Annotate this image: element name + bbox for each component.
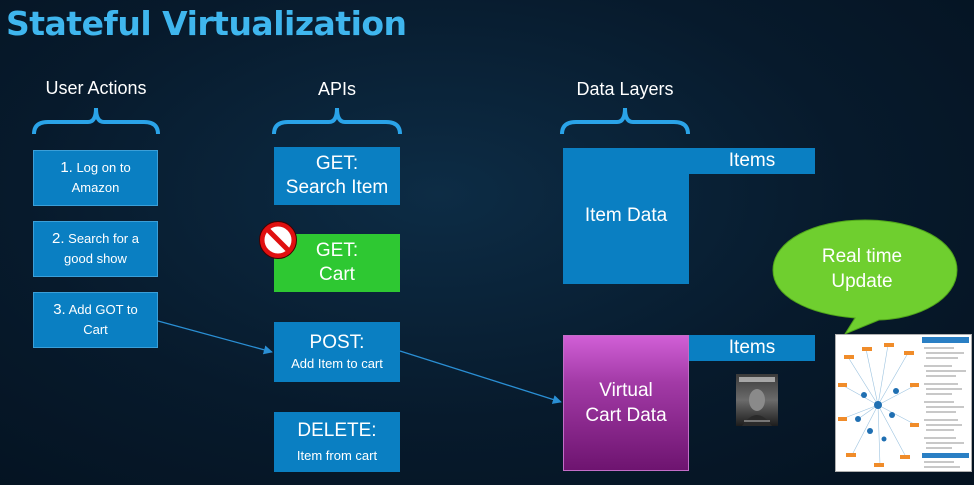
items-label: Items: [728, 150, 776, 171]
action-text: Log on to: [76, 160, 131, 175]
game-of-thrones-poster: [736, 374, 778, 426]
api-method: DELETE:: [297, 420, 377, 441]
virtual-cart-line1: Virtual: [599, 380, 653, 401]
action-log-on: 1. Log on to Amazon: [33, 150, 158, 206]
api-post-add-item: POST: Add Item to cart: [274, 322, 400, 382]
api-method: GET:: [315, 240, 359, 261]
action-text-line2: good show: [64, 251, 127, 266]
items-label: Items: [728, 337, 776, 358]
api-method: GET:: [315, 153, 359, 174]
column-label-apis: APIs: [317, 79, 356, 99]
api-endpoint: Cart: [319, 264, 355, 285]
brace-user-actions: [32, 107, 160, 135]
column-label-data-layers: Data Layers: [576, 79, 674, 99]
callout-line1: Real time: [821, 246, 903, 267]
items-bar-2: Items: [689, 335, 815, 361]
virtual-cart-line2: Cart Data: [585, 405, 667, 426]
api-endpoint: Add Item to cart: [291, 356, 383, 371]
action-add-got: 3. Add GOT to Cart: [33, 292, 158, 348]
api-get-search-item: GET: Search Item: [274, 147, 400, 205]
action-number: 3.: [53, 301, 66, 318]
action-text-line2: Amazon: [71, 180, 120, 195]
arrow-post-to-virtual-cart: [399, 350, 562, 404]
api-endpoint: Search Item: [285, 177, 389, 198]
action-number: 1.: [60, 159, 73, 176]
action-search-show: 2. Search for a good show: [33, 221, 158, 277]
page-title: Stateful Virtualization: [6, 4, 407, 43]
brace-apis: [272, 107, 402, 135]
action-text: Search for a: [68, 231, 139, 246]
brace-data-layers: [560, 107, 690, 135]
api-delete-item: DELETE: Item from cart: [274, 412, 400, 472]
action-text-line2: Cart: [83, 322, 108, 337]
prohibited-icon: [259, 221, 297, 259]
arrow-action-to-post: [157, 320, 273, 355]
action-text: Add GOT to: [68, 302, 138, 317]
realtime-callout-text: Real time Update: [790, 244, 934, 294]
graph-screenshot-thumbnail: [835, 334, 972, 472]
action-number: 2.: [52, 230, 65, 247]
virtual-cart-data-block: Virtual Cart Data: [563, 335, 689, 471]
callout-line2: Update: [831, 271, 893, 292]
column-label-user-actions: User Actions: [45, 78, 147, 98]
items-bar-1: Items: [689, 148, 815, 174]
api-endpoint: Item from cart: [296, 448, 378, 463]
item-data-block: Item Data: [563, 148, 689, 284]
graph-image: [836, 335, 969, 471]
api-method: POST:: [309, 332, 365, 353]
item-data-label: Item Data: [584, 205, 668, 226]
